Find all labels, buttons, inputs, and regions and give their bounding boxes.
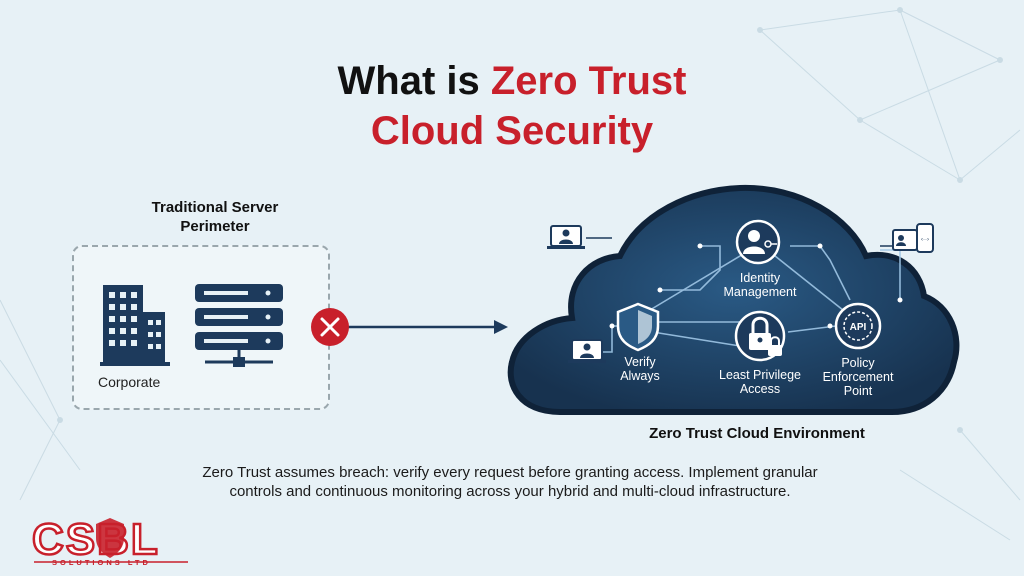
policy-enforcement-label: Policy Enforcement Point xyxy=(822,356,894,398)
verify-always-label: Verify Always xyxy=(620,355,660,383)
identity-management-icon xyxy=(735,219,781,265)
server-rack-icon xyxy=(195,284,283,367)
cloud-shape xyxy=(507,184,960,415)
page-title: What is Zero Trust Cloud Security xyxy=(212,56,812,156)
corporate-label: Corporate xyxy=(98,374,161,390)
shield-icon xyxy=(616,302,660,352)
logo-subtitle: SOLUTIONS LTD xyxy=(52,558,151,567)
traditional-perimeter-title: Traditional Server Perimeter xyxy=(151,199,279,235)
zero-trust-environment-label: Zero Trust Cloud Environment xyxy=(649,425,865,442)
least-privilege-label: Least Privilege Access xyxy=(719,368,801,396)
svg-text:CSBL: CSBL xyxy=(32,515,160,564)
title-prefix: What is xyxy=(337,59,491,103)
svg-text:‹··›: ‹··› xyxy=(921,237,929,243)
title-highlight: Zero Trust xyxy=(490,59,687,103)
api-gear-icon xyxy=(834,302,882,350)
blocked-x-icon xyxy=(311,308,349,346)
mobile-devices-icon: ‹··› xyxy=(892,223,934,253)
description-text: Zero Trust assumes breach: verify every … xyxy=(202,464,818,500)
title-line2: Cloud Security xyxy=(370,109,654,153)
laptop-user-icon-lower xyxy=(568,339,606,363)
building-icon xyxy=(100,285,170,366)
identity-management-label: Identity Management xyxy=(723,271,797,299)
api-badge-label: API xyxy=(850,322,867,333)
small-lock-icon xyxy=(768,336,782,356)
laptop-user-icon xyxy=(547,225,585,249)
company-logo: CSBL xyxy=(31,514,188,565)
